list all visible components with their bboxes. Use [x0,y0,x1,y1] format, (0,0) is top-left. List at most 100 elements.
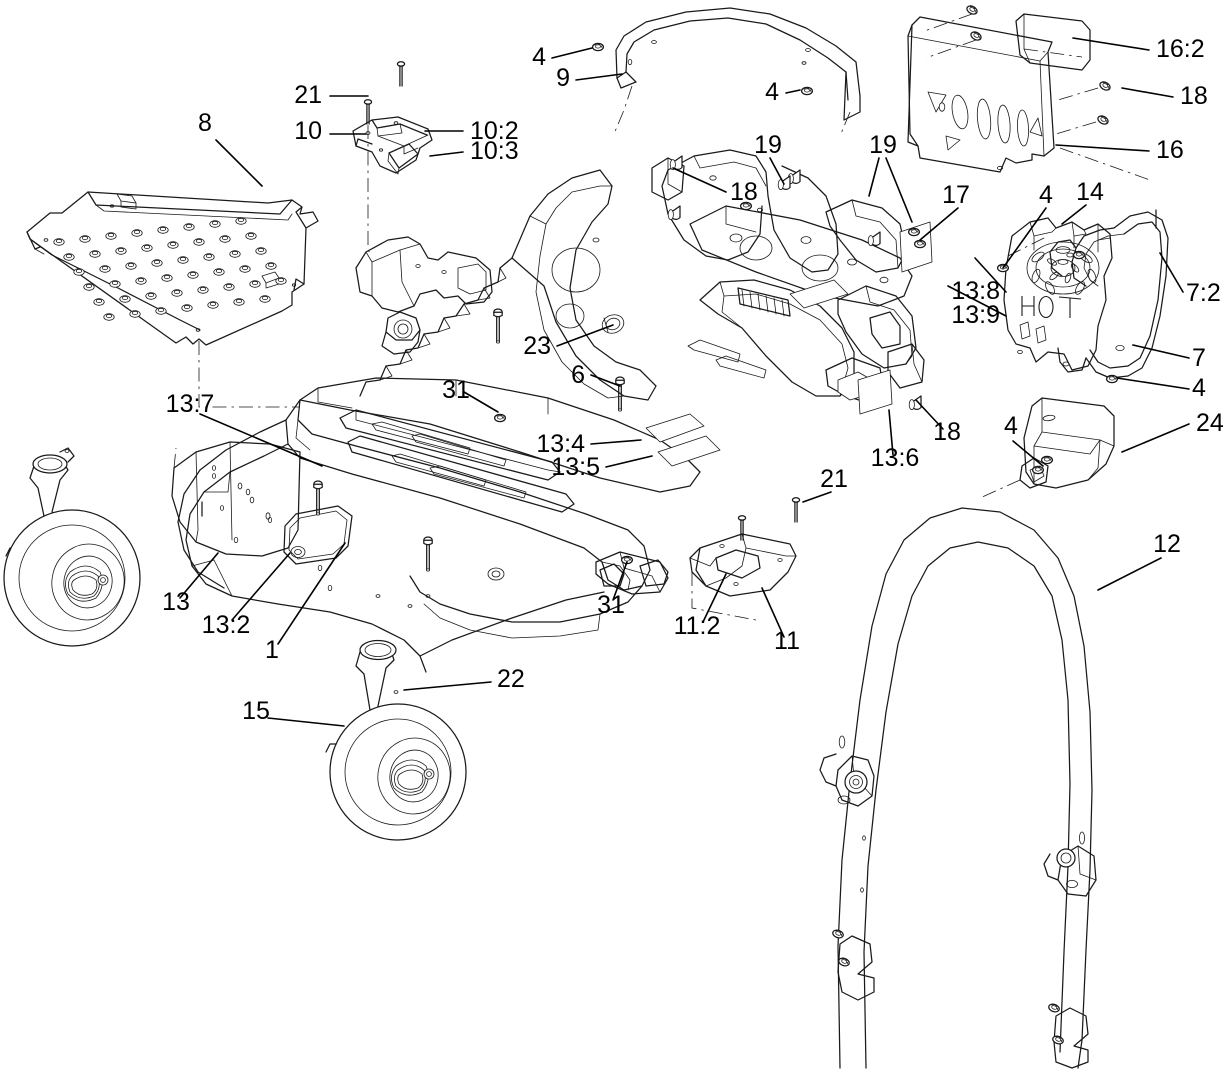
leader-line [785,89,801,94]
leader-line [1072,37,1150,51]
leader-line [702,573,727,623]
part-1-main-frame [177,149,933,673]
part-9-curved-bracket [591,7,861,137]
callout-1: 1 [265,636,279,664]
callout-10: 10 [294,117,322,145]
part-8-footplate [26,191,319,408]
leader-line [267,717,345,727]
callout-11: 11 [774,627,800,655]
leader-line [556,324,614,347]
callout-22: 22 [497,665,525,693]
leader-line [761,587,785,638]
callout-23: 23 [523,332,551,360]
callout-31: 31 [597,591,625,619]
leader-line [1132,344,1190,359]
callout-21: 21 [294,81,322,109]
callout-4: 4 [1039,181,1053,209]
part-12-rops-rollbar [819,507,1097,1069]
leader-line [590,439,642,445]
leader-line [915,399,944,430]
part-15-caster-right [325,639,467,841]
callout-4: 4 [532,43,546,71]
leader-line [463,391,499,413]
leader-line [868,157,880,197]
callout-18: 18 [933,418,961,446]
leader-line [1159,252,1184,293]
callout-14: 14 [1076,178,1104,206]
leader-line [199,413,323,467]
callout-4: 4 [1004,412,1018,440]
callout-13-7: 13:7 [165,390,215,418]
leader-line [231,552,291,621]
callout-13: 13 [162,588,190,616]
callout-7-2: 7:2 [1186,279,1221,307]
callout-6: 6 [571,361,585,389]
callout-15: 15 [242,697,270,725]
part-11-floor-plate [689,497,801,621]
leader-line [672,167,727,193]
leader-line [575,73,623,81]
leader-line [769,157,785,185]
callout-16: 16 [1156,136,1184,164]
leader-line [1061,204,1087,225]
leader-line [612,561,628,601]
leader-line [551,47,593,59]
leader-line [888,409,894,456]
callout-19: 19 [754,131,782,159]
leader-line [277,542,346,645]
part-24-tray-bracket [979,397,1115,499]
part-13-hardware [313,155,927,572]
footplate-dimples [53,217,287,321]
leader-line [590,374,621,387]
leader-line [1121,423,1190,453]
hot-emboss [1021,295,1082,319]
leader-line [215,139,263,187]
callout-31: 31 [442,376,470,404]
leader-line [605,455,653,468]
leader-line [179,552,219,599]
callout-13-6: 13:6 [870,444,920,472]
leader-lines [179,37,1190,727]
callout-8: 8 [198,109,212,137]
leader-line [1055,144,1150,152]
callout-10-2: 10:2 [470,117,519,145]
callout-12: 12 [1153,530,1181,558]
callout-17: 17 [942,181,970,209]
callout-16-2: 16:2 [1156,35,1205,63]
leader-line [1097,557,1162,591]
callout-18: 18 [1180,82,1208,110]
leader-line [1121,87,1174,98]
callout-19: 19 [869,131,897,159]
callout-4: 4 [765,78,779,106]
part-10-bracket [352,61,433,257]
part-16-screen-panel [907,3,1151,181]
part-15-caster-left [3,447,141,647]
part-13-left-skirt [171,441,301,557]
leader-line [919,207,959,241]
leader-line [947,285,1007,317]
callout-9: 9 [556,64,570,92]
leader-line [403,681,492,691]
leader-line [802,491,832,503]
leader-line [1002,207,1047,269]
callout-13-8: 13:8 [951,277,1000,305]
callout-13-2: 13:2 [201,611,251,639]
leader-line [1116,377,1190,390]
part-14-muffler-guard [996,217,1113,371]
callout-10-3: 10:3 [470,137,519,165]
callout-13-4: 13:4 [536,430,585,458]
callout-21: 21 [820,465,848,493]
callout-4: 4 [1192,374,1206,402]
callout-11-2: 11:2 [673,612,721,640]
callout-18: 18 [730,178,758,206]
part-7-rear-bumper [1049,209,1169,384]
leader-line [429,151,464,157]
callout-13-9: 13:9 [951,301,1000,329]
leader-line [974,257,1007,293]
leader-line [1012,440,1044,467]
leader-line [885,157,913,223]
callout-24: 24 [1196,409,1224,437]
callout-7: 7 [1192,344,1206,372]
